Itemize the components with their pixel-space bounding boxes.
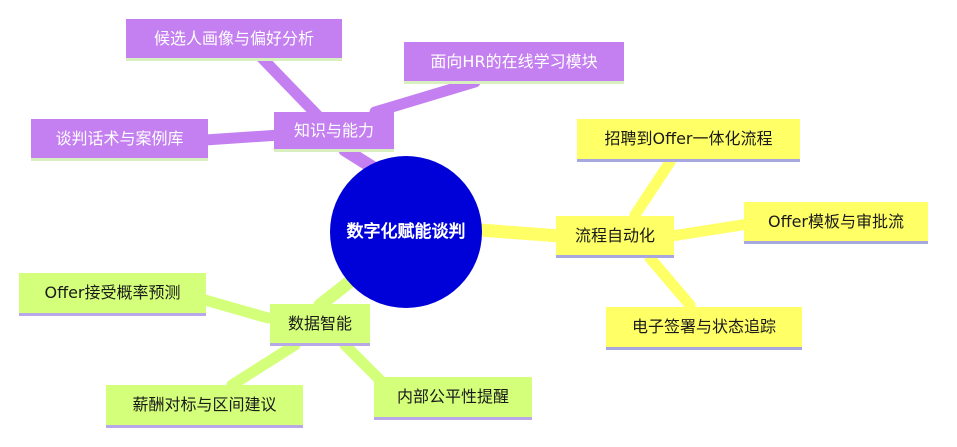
branch-data-label: 数据智能 bbox=[287, 313, 352, 333]
leaf-fairness-alert[interactable]: 内部公平性提醒 bbox=[374, 377, 532, 420]
connector-process-to-pipeline bbox=[629, 156, 676, 221]
leaf-offer-pipeline-label: 招聘到Offer一体化流程 bbox=[604, 129, 773, 148]
leaf-candidate-profile[interactable]: 候选人画像与偏好分析 bbox=[126, 19, 342, 61]
leaf-candidate-profile-label: 候选人画像与偏好分析 bbox=[153, 28, 314, 48]
connector-knowledge-to-learning bbox=[369, 76, 481, 118]
connector-data-to-salary bbox=[226, 339, 301, 391]
branch-process[interactable]: 流程自动化 bbox=[556, 216, 674, 258]
leaf-acceptance-prediction[interactable]: Offer接受概率预测 bbox=[19, 273, 206, 316]
branch-knowledge[interactable]: 知识与能力 bbox=[274, 112, 394, 152]
leaf-fairness-alert-label: 内部公平性提醒 bbox=[396, 387, 509, 406]
leaf-esign-tracking-label: 电子签署与状态追踪 bbox=[631, 317, 776, 336]
branch-data[interactable]: 数据智能 bbox=[270, 304, 370, 346]
connector-process-to-template bbox=[666, 218, 754, 242]
leaf-online-learning-label: 面向HR的在线学习模块 bbox=[430, 51, 598, 71]
leaf-negotiation-cases-label: 谈判话术与案例库 bbox=[55, 128, 184, 148]
leaf-acceptance-prediction-label: Offer接受概率预测 bbox=[44, 283, 181, 302]
leaf-offer-template-label: Offer模板与审批流 bbox=[767, 211, 905, 231]
connector-process-to-esign bbox=[644, 252, 696, 311]
center-topic[interactable]: 数字化赋能谈判 bbox=[330, 156, 482, 308]
connector-center-to-data bbox=[313, 273, 359, 312]
branch-knowledge-label: 知识与能力 bbox=[293, 120, 374, 140]
branch-process-label: 流程自动化 bbox=[574, 225, 655, 245]
leaf-salary-benchmark[interactable]: 薪酬对标与区间建议 bbox=[106, 385, 303, 428]
connector-center-to-process bbox=[473, 223, 567, 243]
leaf-offer-pipeline[interactable]: 招聘到Offer一体化流程 bbox=[577, 119, 800, 162]
connector-data-to-prediction bbox=[199, 294, 274, 324]
leaf-online-learning[interactable]: 面向HR的在线学习模块 bbox=[404, 42, 624, 84]
leaf-salary-benchmark-label: 薪酬对标与区间建议 bbox=[132, 395, 277, 414]
connector-knowledge-to-profile bbox=[256, 52, 326, 124]
connector-knowledge-to-cases bbox=[199, 129, 286, 146]
connector-data-to-fairness bbox=[339, 339, 388, 388]
center-topic-label: 数字化赋能谈判 bbox=[346, 221, 466, 242]
leaf-esign-tracking[interactable]: 电子签署与状态追踪 bbox=[606, 307, 802, 350]
leaf-negotiation-cases[interactable]: 谈判话术与案例库 bbox=[31, 119, 208, 161]
leaf-offer-template[interactable]: Offer模板与审批流 bbox=[744, 202, 928, 244]
